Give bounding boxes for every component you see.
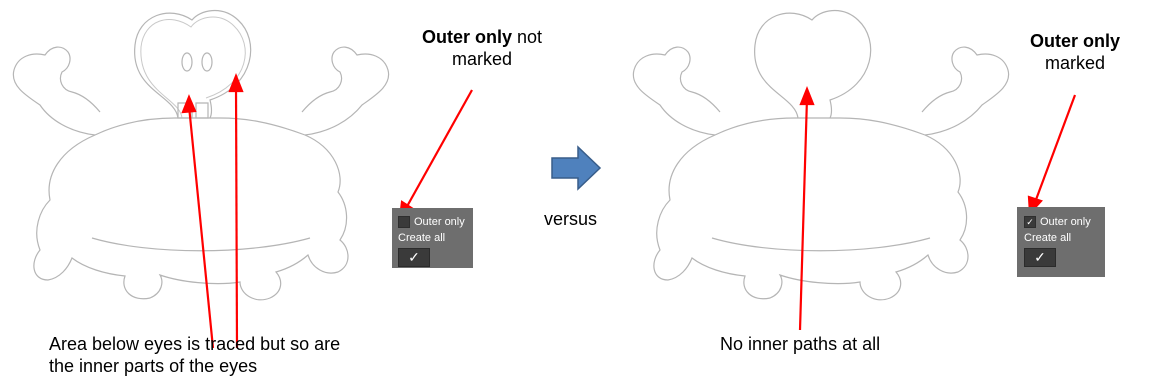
left-caption: Area below eyes is traced but so are the… <box>49 333 469 377</box>
red-arrow-right-checkbox <box>1032 94 1077 206</box>
outer-only-checkbox-right[interactable]: ✓ <box>1024 216 1036 228</box>
create-all-label-left: Create all <box>398 232 446 244</box>
crab-right-outline <box>632 10 1010 301</box>
red-arrow-right-inner <box>798 97 809 331</box>
right-note-line2: marked <box>1044 53 1106 73</box>
left-caption-line1: Area below eyes is traced but so are <box>49 334 341 354</box>
right-note-bold: Outer only <box>1029 31 1120 51</box>
versus-arrow <box>551 145 602 191</box>
outer-only-label-left: Outer only <box>414 216 465 228</box>
versus-label: versus <box>544 209 598 229</box>
left-settings-panel: Outer only Create all ✓ <box>392 208 473 268</box>
left-note-rest: not <box>517 27 543 47</box>
create-all-label-right: Create all <box>1024 232 1072 244</box>
create-all-button-right[interactable]: ✓ <box>1024 248 1056 267</box>
left-caption-line2: the inner parts of the eyes <box>49 356 258 376</box>
red-arrow-left-checkbox <box>404 89 473 211</box>
left-note-bold: Outer only <box>421 27 512 47</box>
red-arrow-left-below-eyes <box>187 105 215 349</box>
create-all-button-left[interactable]: ✓ <box>398 248 430 267</box>
red-arrow-left-eye-inner <box>234 84 239 349</box>
right-settings-panel: ✓ Outer only Create all ✓ <box>1017 207 1105 277</box>
left-note-line2: marked <box>451 49 513 69</box>
right-caption: No inner paths at all <box>720 334 881 354</box>
outer-only-label-right: Outer only <box>1040 216 1091 228</box>
outer-only-row-left[interactable]: Outer only <box>398 214 473 230</box>
left-note: Outer only not marked <box>386 26 578 70</box>
outer-only-row-right[interactable]: ✓ Outer only <box>1024 214 1105 230</box>
right-note: Outer only marked <box>1010 30 1140 74</box>
crab-left-outline <box>12 10 390 301</box>
outer-only-checkbox-left[interactable] <box>398 216 410 228</box>
